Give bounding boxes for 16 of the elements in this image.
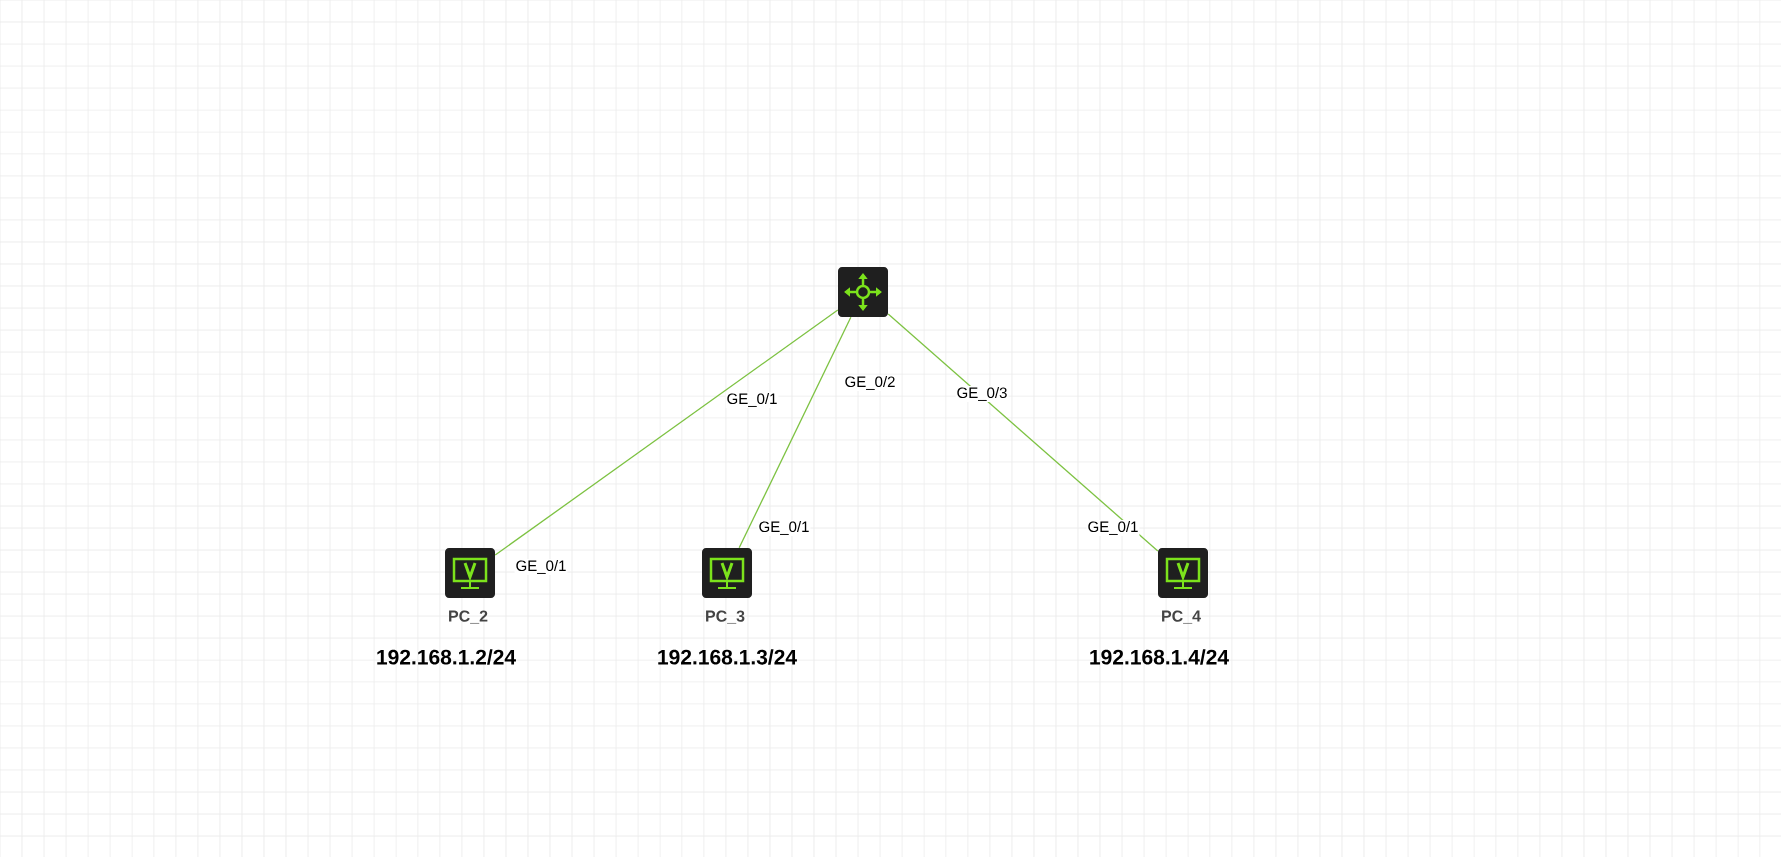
port-label: GE_0/3 xyxy=(957,387,1007,401)
link-line xyxy=(494,309,839,556)
port-label: GE_0/1 xyxy=(1088,521,1138,535)
port-label: GE_0/2 xyxy=(845,376,895,390)
link-line xyxy=(887,313,1159,552)
ip-address-label: 192.168.1.3/24 xyxy=(658,649,797,665)
switch-icon xyxy=(838,267,888,317)
port-label: GE_0/1 xyxy=(759,521,809,535)
device-label: PC_2 xyxy=(449,610,488,624)
port-label: GE_0/1 xyxy=(727,393,777,407)
link-line xyxy=(738,316,852,549)
ip-address-label: 192.168.1.4/24 xyxy=(1090,649,1229,665)
device-label: PC_4 xyxy=(1162,610,1201,624)
ip-address-label: 192.168.1.2/24 xyxy=(377,649,516,665)
device-label: PC_3 xyxy=(706,610,745,624)
port-label: GE_0/1 xyxy=(516,560,566,574)
